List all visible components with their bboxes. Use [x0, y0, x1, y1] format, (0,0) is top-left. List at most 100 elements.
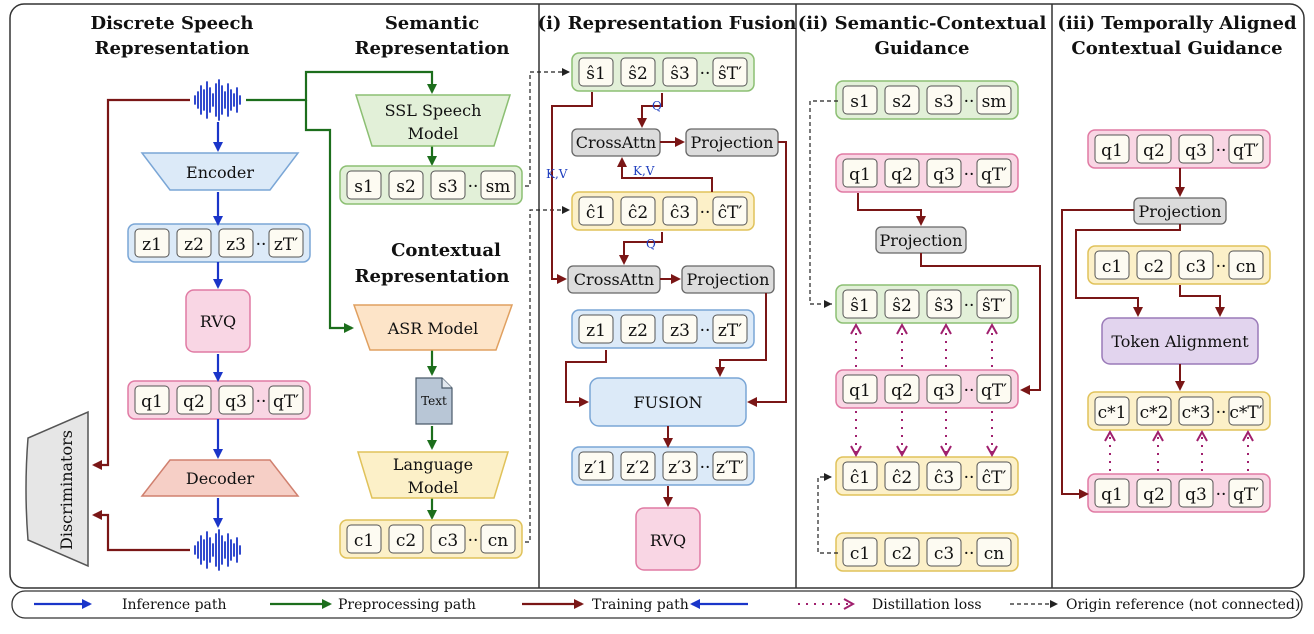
- token-label: z′T′: [716, 458, 744, 478]
- query-label: Q: [652, 99, 662, 113]
- token-ellipsis: ··: [700, 203, 711, 223]
- token-ellipsis: ··: [1216, 485, 1227, 505]
- token-ellipsis: ··: [1216, 403, 1227, 423]
- token-label: z3: [670, 321, 690, 341]
- token-label: q1: [1101, 141, 1123, 161]
- token-cell: [712, 57, 748, 87]
- token-label: q3: [1185, 485, 1207, 505]
- token-cell: [1178, 134, 1214, 164]
- token-cell: [578, 314, 614, 344]
- token-ellipsis: ··: [700, 458, 711, 478]
- fusion-label: FUSION: [634, 393, 703, 412]
- decoder-block: [140, 459, 300, 497]
- token-cell: [884, 537, 920, 567]
- token-label: ŝ1: [850, 296, 870, 316]
- token-label: ĉ1: [850, 468, 870, 488]
- token-cell: [712, 451, 748, 481]
- panel-title-semantic: Semantic: [385, 13, 479, 34]
- token-cell: [480, 524, 516, 554]
- token-cell: [388, 524, 424, 554]
- token-cell: [268, 385, 304, 415]
- token-cell: [1136, 134, 1172, 164]
- ssl-label: SSL Speech: [385, 101, 482, 120]
- token-cell: [662, 451, 698, 481]
- token-cell: [1094, 478, 1130, 508]
- token-label: ŝ3: [670, 64, 690, 84]
- token-cell: [976, 461, 1012, 491]
- language-model-block: [356, 451, 510, 499]
- token-cell: [976, 158, 1012, 188]
- outer-frame: [9, 3, 1305, 589]
- rvq-label: RVQ: [650, 531, 686, 550]
- token-cell: [430, 170, 466, 200]
- token-label: z′2: [626, 458, 650, 478]
- rvq-label: RVQ: [200, 312, 236, 331]
- token-cell: [884, 158, 920, 188]
- panel-title-fusion: (i) Representation Fusion: [538, 13, 797, 34]
- token-ellipsis: ··: [700, 64, 711, 84]
- token-cell: [578, 451, 614, 481]
- projection-label: Projection: [880, 231, 963, 250]
- token-label: cn: [1236, 257, 1257, 277]
- token-ellipsis: ··: [964, 165, 975, 185]
- origin-reference: [525, 206, 570, 543]
- token-cell: [842, 158, 878, 188]
- token-cell: [884, 85, 920, 115]
- token-label: sm: [982, 92, 1007, 112]
- token-label: cn: [488, 531, 509, 551]
- token-label: ĉT′: [718, 203, 743, 223]
- legend-preprocessing: Preprocessing path: [338, 597, 476, 613]
- lm-label: Language: [393, 455, 473, 474]
- token-label: cn: [984, 544, 1005, 564]
- token-cell: [1136, 478, 1172, 508]
- query-arrow: [637, 93, 663, 128]
- token-cell: [1094, 250, 1130, 280]
- asr-label: ASR Model: [387, 319, 479, 338]
- token-cell: [884, 289, 920, 319]
- token-cell: [842, 537, 878, 567]
- token-label: s1: [850, 92, 870, 112]
- token-label: z3: [226, 235, 246, 255]
- projection-block: [681, 265, 775, 294]
- token-cell: [926, 537, 962, 567]
- token-cell: [842, 374, 878, 404]
- panel-title-aligned: (iii) Temporally Aligned: [1057, 13, 1297, 34]
- token-label: q3: [933, 165, 955, 185]
- origin-reference: [817, 473, 838, 554]
- token-label: ŝ3: [934, 296, 954, 316]
- token-cell: [1136, 396, 1172, 426]
- token-cell: [1228, 134, 1264, 164]
- panel-title-guidance: (ii) Semantic-Contextual: [798, 13, 1047, 34]
- token-cell: [430, 524, 466, 554]
- token-label: c3: [438, 531, 458, 551]
- training-arrow: [1179, 285, 1225, 317]
- training-arrow: [92, 510, 190, 552]
- preprocessing-arrow: [246, 70, 437, 102]
- token-label: c1: [1102, 257, 1122, 277]
- discriminators-label: Discriminators: [57, 430, 76, 550]
- token-label: s2: [396, 177, 416, 197]
- token-label: c*1: [1098, 403, 1127, 423]
- token-label: q2: [1143, 485, 1165, 505]
- token-ellipsis: ··: [256, 235, 267, 255]
- token-ellipsis: ··: [700, 321, 711, 341]
- token-label: ĉ3: [670, 203, 690, 223]
- token-cell: [926, 461, 962, 491]
- encoder-label: Encoder: [186, 163, 254, 182]
- token-cell: [176, 228, 212, 258]
- token-cell: [346, 170, 382, 200]
- token-cell: [884, 374, 920, 404]
- token-label: ĉT′: [982, 468, 1007, 488]
- token-cell: [388, 170, 424, 200]
- encoder-block: [140, 152, 300, 191]
- panel-title-semantic: Representation: [355, 38, 510, 59]
- token-cell: [976, 85, 1012, 115]
- token-label: q2: [891, 381, 913, 401]
- token-cell: [1178, 478, 1214, 508]
- token-label: q2: [183, 392, 205, 412]
- token-cell: [578, 57, 614, 87]
